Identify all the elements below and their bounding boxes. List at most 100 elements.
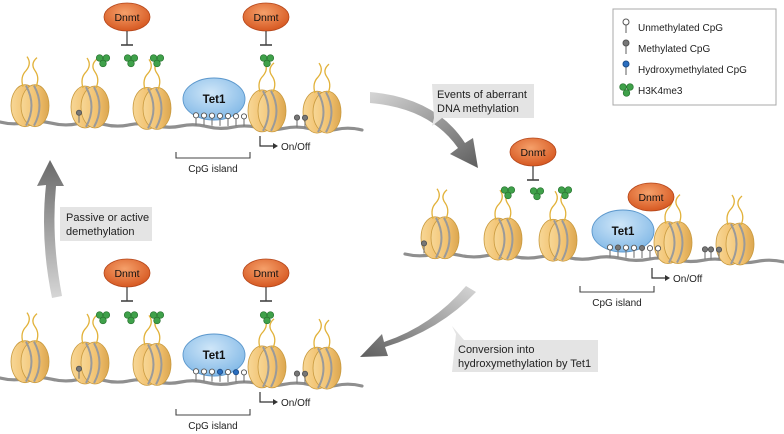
callout-demethylation-line1: Passive or active bbox=[66, 212, 149, 224]
cpg-head bbox=[707, 246, 715, 253]
dna-wrap bbox=[668, 222, 676, 264]
dna-wrap bbox=[443, 217, 451, 259]
nucleosome bbox=[70, 313, 110, 385]
nucleosome-front bbox=[312, 346, 342, 390]
h3k4me3-dot bbox=[156, 311, 165, 319]
histone-tail bbox=[92, 314, 99, 345]
cpg-head bbox=[208, 368, 216, 375]
dnmt-protein: Dnmt bbox=[103, 258, 151, 302]
cpg-head bbox=[232, 113, 240, 120]
callout-demethylation-line2: demethylation bbox=[66, 226, 135, 238]
methylated-cpg bbox=[715, 246, 723, 260]
unmethylated-cpg bbox=[208, 112, 216, 126]
nucleosome bbox=[420, 188, 460, 260]
h3k4me3-dot bbox=[102, 311, 111, 319]
dna-wrap bbox=[435, 217, 443, 259]
callout-aberrant-line1: Events of aberrant bbox=[437, 89, 527, 101]
h3k4me3-dot bbox=[156, 54, 165, 62]
cpg-head bbox=[630, 244, 638, 251]
tet1-shape bbox=[591, 209, 655, 253]
dna-wrap bbox=[147, 87, 155, 129]
h3k4me3-mark bbox=[500, 186, 516, 200]
nucleosome-front bbox=[663, 221, 693, 265]
cpg-island-bracket bbox=[175, 409, 251, 416]
dnmt-label: Dnmt bbox=[253, 268, 278, 280]
dna-wrap bbox=[155, 343, 163, 385]
h3k4me3-dot bbox=[127, 59, 135, 68]
h3k4me3-mark bbox=[123, 54, 139, 68]
methylated-cpg bbox=[420, 240, 428, 254]
legend-marker-methylated bbox=[622, 39, 630, 54]
h3k4me3-mark bbox=[259, 311, 275, 325]
dna-wrap bbox=[155, 87, 163, 129]
unmethylated-cpg bbox=[630, 244, 638, 258]
methylated-cpg bbox=[293, 114, 301, 128]
dnmt-label: Dnmt bbox=[253, 12, 278, 24]
h3k4me3-mark bbox=[95, 311, 111, 325]
cpg-head bbox=[232, 369, 240, 376]
cpg-head bbox=[614, 244, 622, 251]
dna-wrap bbox=[325, 91, 333, 133]
nucleosome-front bbox=[257, 89, 287, 133]
histone-tail bbox=[269, 318, 276, 349]
h3k4me3-dot bbox=[127, 316, 135, 325]
cpg-head bbox=[301, 370, 309, 377]
h3k4me3-mark bbox=[149, 54, 165, 68]
unmethylated-cpg bbox=[240, 369, 248, 383]
h3k4me3-dot bbox=[99, 316, 107, 325]
cpg-head bbox=[654, 245, 662, 252]
histone-tail bbox=[313, 318, 322, 350]
nucleosome-front bbox=[493, 217, 523, 261]
legend-label-h3k4me3: H3K4me3 bbox=[638, 86, 683, 97]
cpg-head bbox=[638, 244, 646, 252]
arrow-to-demethylation bbox=[37, 160, 64, 298]
cycle-arrows bbox=[37, 92, 478, 357]
dnmt-label: Dnmt bbox=[114, 12, 139, 24]
dna-wrap bbox=[33, 85, 41, 127]
h3k4me3-dot bbox=[561, 191, 569, 200]
unmethylated-cpg bbox=[622, 244, 630, 258]
h3k4me3-mark bbox=[149, 311, 165, 325]
cpg-head bbox=[293, 114, 301, 121]
dna-wrap bbox=[262, 90, 270, 132]
unmethylated-cpg bbox=[224, 112, 232, 127]
nucleosome bbox=[653, 193, 693, 265]
dna-wrap bbox=[738, 223, 746, 265]
dnmt-protein: Dnmt bbox=[242, 2, 290, 46]
callout-conversion: Conversion into hydroxymethylation by Te… bbox=[452, 326, 598, 372]
cpg-head bbox=[75, 365, 83, 372]
unmethylated-cpg bbox=[200, 368, 208, 382]
unmethylated-cpg bbox=[232, 113, 240, 127]
histone-tail bbox=[313, 62, 322, 94]
histone-tail bbox=[431, 188, 440, 219]
dna-wrap bbox=[147, 343, 155, 385]
histone-tail bbox=[675, 194, 682, 224]
dnmt-protein: Dnmt bbox=[242, 258, 290, 302]
nucleosome bbox=[132, 58, 172, 130]
nucleosome-front bbox=[20, 340, 50, 384]
cpg-island-bracket bbox=[579, 286, 655, 293]
cpg-island-label: CpG island bbox=[188, 164, 237, 175]
nucleosome-front bbox=[312, 90, 342, 134]
unmethylated-cpg bbox=[216, 112, 224, 126]
histone-tail bbox=[494, 189, 503, 221]
hydroxymethylated-cpg bbox=[216, 368, 224, 382]
tss-arrow bbox=[651, 268, 666, 279]
histone-tail bbox=[324, 319, 331, 350]
dna-wrap bbox=[325, 347, 333, 389]
histone-tail bbox=[143, 314, 152, 346]
tet1-label: Tet1 bbox=[203, 94, 226, 106]
histone-tail bbox=[81, 313, 90, 345]
h3k4me3-mark bbox=[529, 187, 545, 201]
methylated-cpg bbox=[75, 365, 83, 379]
methylated-cpg bbox=[701, 246, 709, 260]
dnmt-protein: Dnmt bbox=[509, 137, 557, 181]
tss-arrow-head bbox=[665, 275, 670, 281]
cpg-head bbox=[216, 368, 224, 375]
callout-aberrant-line2: DNA methylation bbox=[437, 103, 519, 115]
cpg-head bbox=[224, 112, 232, 120]
h3k4me3-dot bbox=[507, 186, 516, 194]
nucleosome bbox=[10, 312, 50, 384]
histone-tail bbox=[442, 189, 449, 220]
